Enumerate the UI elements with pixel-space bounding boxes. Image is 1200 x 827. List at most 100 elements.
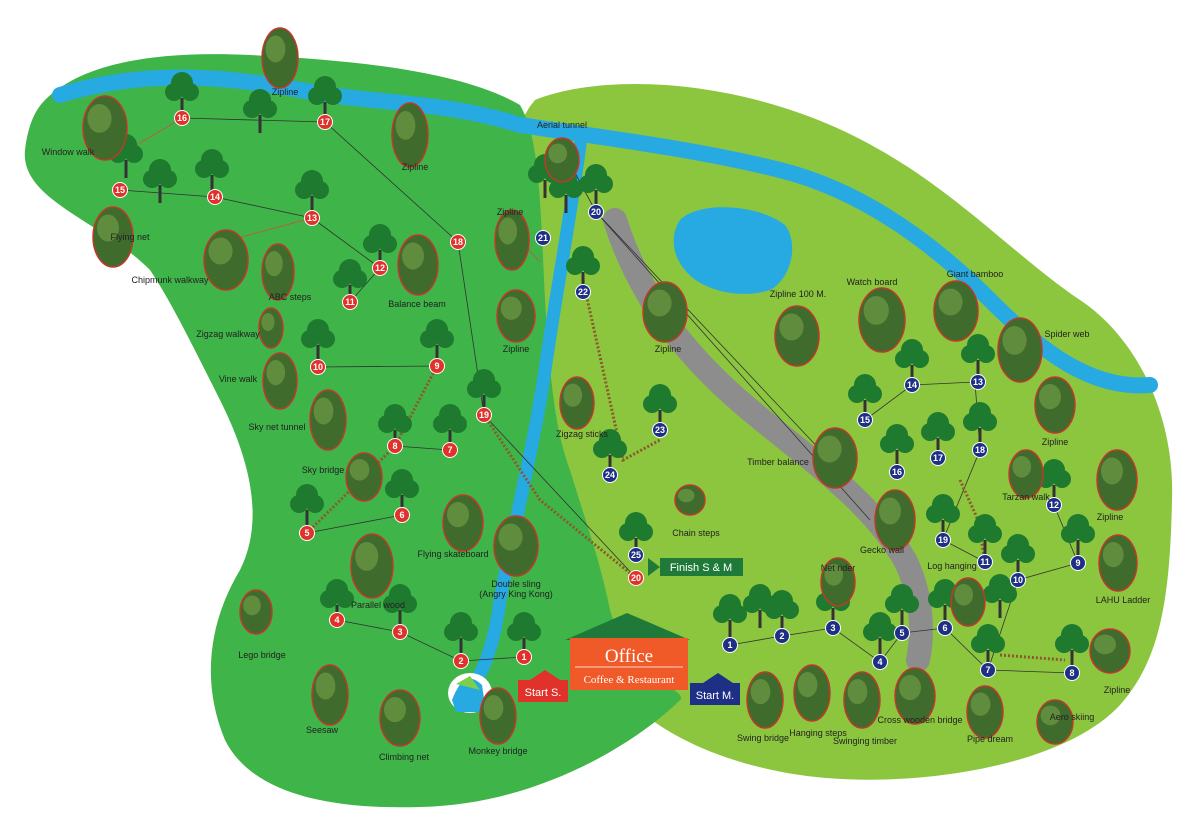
activity-photo[interactable] (746, 671, 784, 729)
station-blue-18[interactable]: 18 (972, 442, 988, 458)
station-red-6[interactable]: 6 (394, 507, 410, 523)
activity-photo[interactable] (642, 281, 688, 343)
activity-photo[interactable] (82, 95, 128, 161)
station-blue-12[interactable]: 12 (1046, 497, 1062, 513)
station-blue-17[interactable]: 17 (930, 450, 946, 466)
activity-photo[interactable] (203, 229, 249, 291)
station-blue-9[interactable]: 9 (1070, 555, 1086, 571)
activity-photo[interactable] (1008, 449, 1044, 499)
office-building[interactable]: Office Coffee & Restaurant (565, 613, 690, 690)
activity-photo[interactable] (309, 389, 347, 451)
activity-photo[interactable] (997, 317, 1043, 383)
activity-label: Watch board (847, 277, 898, 287)
station-red-1[interactable]: 1 (516, 649, 532, 665)
station-blue-5[interactable]: 5 (894, 625, 910, 641)
activity-photo[interactable] (674, 484, 706, 516)
station-blue-10[interactable]: 10 (1010, 572, 1026, 588)
station-blue-14[interactable]: 14 (904, 377, 920, 393)
station-blue-21[interactable]: 21 (535, 230, 551, 246)
station-blue-2[interactable]: 2 (774, 628, 790, 644)
station-blue-20[interactable]: 20 (588, 204, 604, 220)
station-red-10[interactable]: 10 (310, 359, 326, 375)
activity-photo[interactable] (820, 557, 856, 607)
station-blue-16[interactable]: 16 (889, 464, 905, 480)
start-s-marker[interactable]: Start S. (518, 670, 568, 702)
station-blue-3[interactable]: 3 (825, 620, 841, 636)
station-red-15[interactable]: 15 (112, 182, 128, 198)
station-blue-19[interactable]: 19 (935, 532, 951, 548)
station-red-11[interactable]: 11 (342, 294, 358, 310)
activity-photo[interactable] (261, 27, 299, 89)
station-blue-11[interactable]: 11 (977, 554, 993, 570)
activity-photo[interactable] (261, 243, 295, 301)
station-blue-7[interactable]: 7 (980, 662, 996, 678)
station-red-13[interactable]: 13 (304, 210, 320, 226)
activity-photo[interactable] (92, 206, 134, 268)
station-red-4[interactable]: 4 (329, 612, 345, 628)
station-red-5[interactable]: 5 (299, 525, 315, 541)
activity-photo[interactable] (774, 305, 820, 367)
station-red-16[interactable]: 16 (174, 110, 190, 126)
activity-photo[interactable] (812, 427, 858, 489)
activity-photo[interactable] (345, 452, 383, 502)
station-red-3[interactable]: 3 (392, 624, 408, 640)
activity-photo[interactable] (950, 577, 986, 627)
station-red-9[interactable]: 9 (429, 358, 445, 374)
station-blue-25[interactable]: 25 (628, 547, 644, 563)
station-red-7[interactable]: 7 (442, 442, 458, 458)
station-red-18[interactable]: 18 (450, 234, 466, 250)
activity-photo[interactable] (843, 671, 881, 729)
station-red-8[interactable]: 8 (387, 438, 403, 454)
station-red-20[interactable]: 20 (628, 570, 644, 586)
station-blue-6[interactable]: 6 (937, 620, 953, 636)
activity-photo[interactable] (479, 687, 517, 745)
finish-marker[interactable]: Finish S & M (648, 558, 743, 576)
activity-photo[interactable] (894, 667, 936, 725)
station-blue-1[interactable]: 1 (722, 637, 738, 653)
activity-photo[interactable] (494, 209, 530, 271)
activity-photo[interactable] (239, 589, 273, 635)
tree (378, 404, 412, 448)
activity-photo[interactable] (1089, 628, 1131, 674)
activity-photo[interactable] (874, 489, 916, 551)
activity-photo[interactable] (442, 494, 484, 552)
activity-photo[interactable] (397, 234, 439, 296)
tree (968, 514, 1002, 558)
activity-photo[interactable] (391, 102, 429, 168)
station-blue-8[interactable]: 8 (1064, 665, 1080, 681)
station-red-19[interactable]: 19 (476, 407, 492, 423)
start-m-marker[interactable]: Start M. (690, 673, 740, 705)
activity-label: Sky bridge (302, 465, 345, 475)
station-blue-24[interactable]: 24 (602, 467, 618, 483)
station-red-17[interactable]: 17 (317, 114, 333, 130)
activity-photo[interactable] (1036, 699, 1074, 745)
station-blue-22[interactable]: 22 (575, 284, 591, 300)
station-red-14[interactable]: 14 (207, 189, 223, 205)
station-number: 21 (538, 233, 548, 243)
station-blue-23[interactable]: 23 (652, 422, 668, 438)
activity-photo[interactable] (262, 352, 298, 410)
activity-photo[interactable] (496, 289, 536, 343)
activity-photo[interactable] (258, 307, 284, 349)
station-number: 22 (578, 287, 588, 297)
station-red-2[interactable]: 2 (453, 653, 469, 669)
activity-photo[interactable] (559, 376, 595, 430)
activity-photo[interactable] (379, 689, 421, 747)
activity-photo[interactable] (544, 137, 580, 183)
station-blue-15[interactable]: 15 (857, 412, 873, 428)
activity-label: Flying skateboard (417, 549, 488, 559)
activity-photo[interactable] (793, 664, 831, 722)
station-blue-13[interactable]: 13 (970, 374, 986, 390)
activity-photo[interactable] (1096, 449, 1138, 511)
activity-photo[interactable] (1034, 376, 1076, 434)
activity-photo[interactable] (858, 287, 906, 353)
activity-photo[interactable] (1098, 534, 1138, 592)
station-red-12[interactable]: 12 (372, 260, 388, 276)
activity-photo[interactable] (350, 533, 394, 599)
activity-photo[interactable] (493, 515, 539, 577)
station-blue-4[interactable]: 4 (872, 654, 888, 670)
activity-photo[interactable] (311, 664, 349, 726)
activity-photo[interactable] (966, 685, 1004, 739)
activity-photo[interactable] (933, 280, 979, 342)
